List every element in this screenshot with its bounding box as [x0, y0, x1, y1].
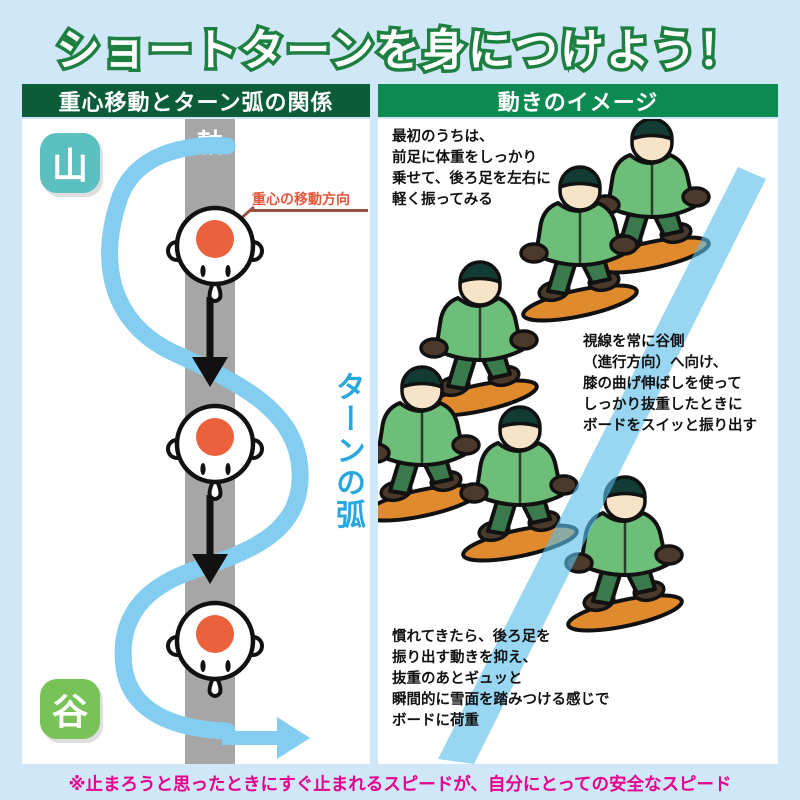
center-of-gravity-arrow-2	[192, 495, 228, 584]
trajectory-band	[438, 167, 766, 764]
rider-note-2: 視線を常に谷側 （進行方向）へ向け、 膝の曲げ伸ばしを使って しっかり抜重したと…	[583, 334, 757, 435]
rider-sequence-illustration	[378, 119, 766, 764]
left-panel-body: 軸	[22, 119, 370, 764]
page-title: ショートターンを身につけよう！	[53, 22, 746, 80]
rider-top-view-figure-3	[166, 600, 264, 698]
badge-mountain-side: 山	[40, 133, 100, 193]
rider-top-view-figure-2	[166, 403, 264, 501]
turn-arc-path	[101, 137, 310, 759]
badge-valley-side: 谷	[40, 679, 100, 739]
rider-note-3: 慣れてきたら、後ろ足を 振り出す動きを抑え、 抜重のあとギュッと 瞬間的に雪面を…	[392, 629, 610, 730]
rider-note-1: 最初のうちは、 前足に体重をしっかり 乗せて、後ろ足を左右に 軽く振ってみる	[392, 129, 551, 209]
badge-mountain-label: 山	[51, 146, 88, 187]
left-panel-header: 重心移動とターン弧の関係	[22, 84, 370, 117]
center-of-gravity-arrow-1	[192, 297, 228, 387]
left-panel-header-label: 重心移動とターン弧の関係	[58, 90, 334, 116]
right-panel-header-label: 動きのイメージ	[497, 90, 659, 116]
cog-label: 重心の移動方向	[252, 192, 350, 208]
turn-arc-label: ターンの弧	[330, 371, 365, 531]
right-panel-header: 動きのイメージ	[378, 84, 778, 117]
cog-label-underline	[250, 209, 368, 212]
turn-arc-diagram	[101, 137, 310, 759]
rider-top-view-figure-1	[166, 205, 264, 303]
right-panel-body: 最初のうちは、 前足に体重をしっかり 乗せて、後ろ足を左右に 軽く振ってみる 視…	[378, 119, 778, 764]
footer-note: ※止まろうと思ったときにすぐ止まれるスピードが、自分にとっての安全なスピード	[22, 770, 778, 796]
footer-note-label: ※止まろうと思ったときにすぐ止まれるスピードが、自分にとっての安全なスピード	[68, 774, 732, 795]
badge-valley-label: 谷	[51, 692, 88, 733]
